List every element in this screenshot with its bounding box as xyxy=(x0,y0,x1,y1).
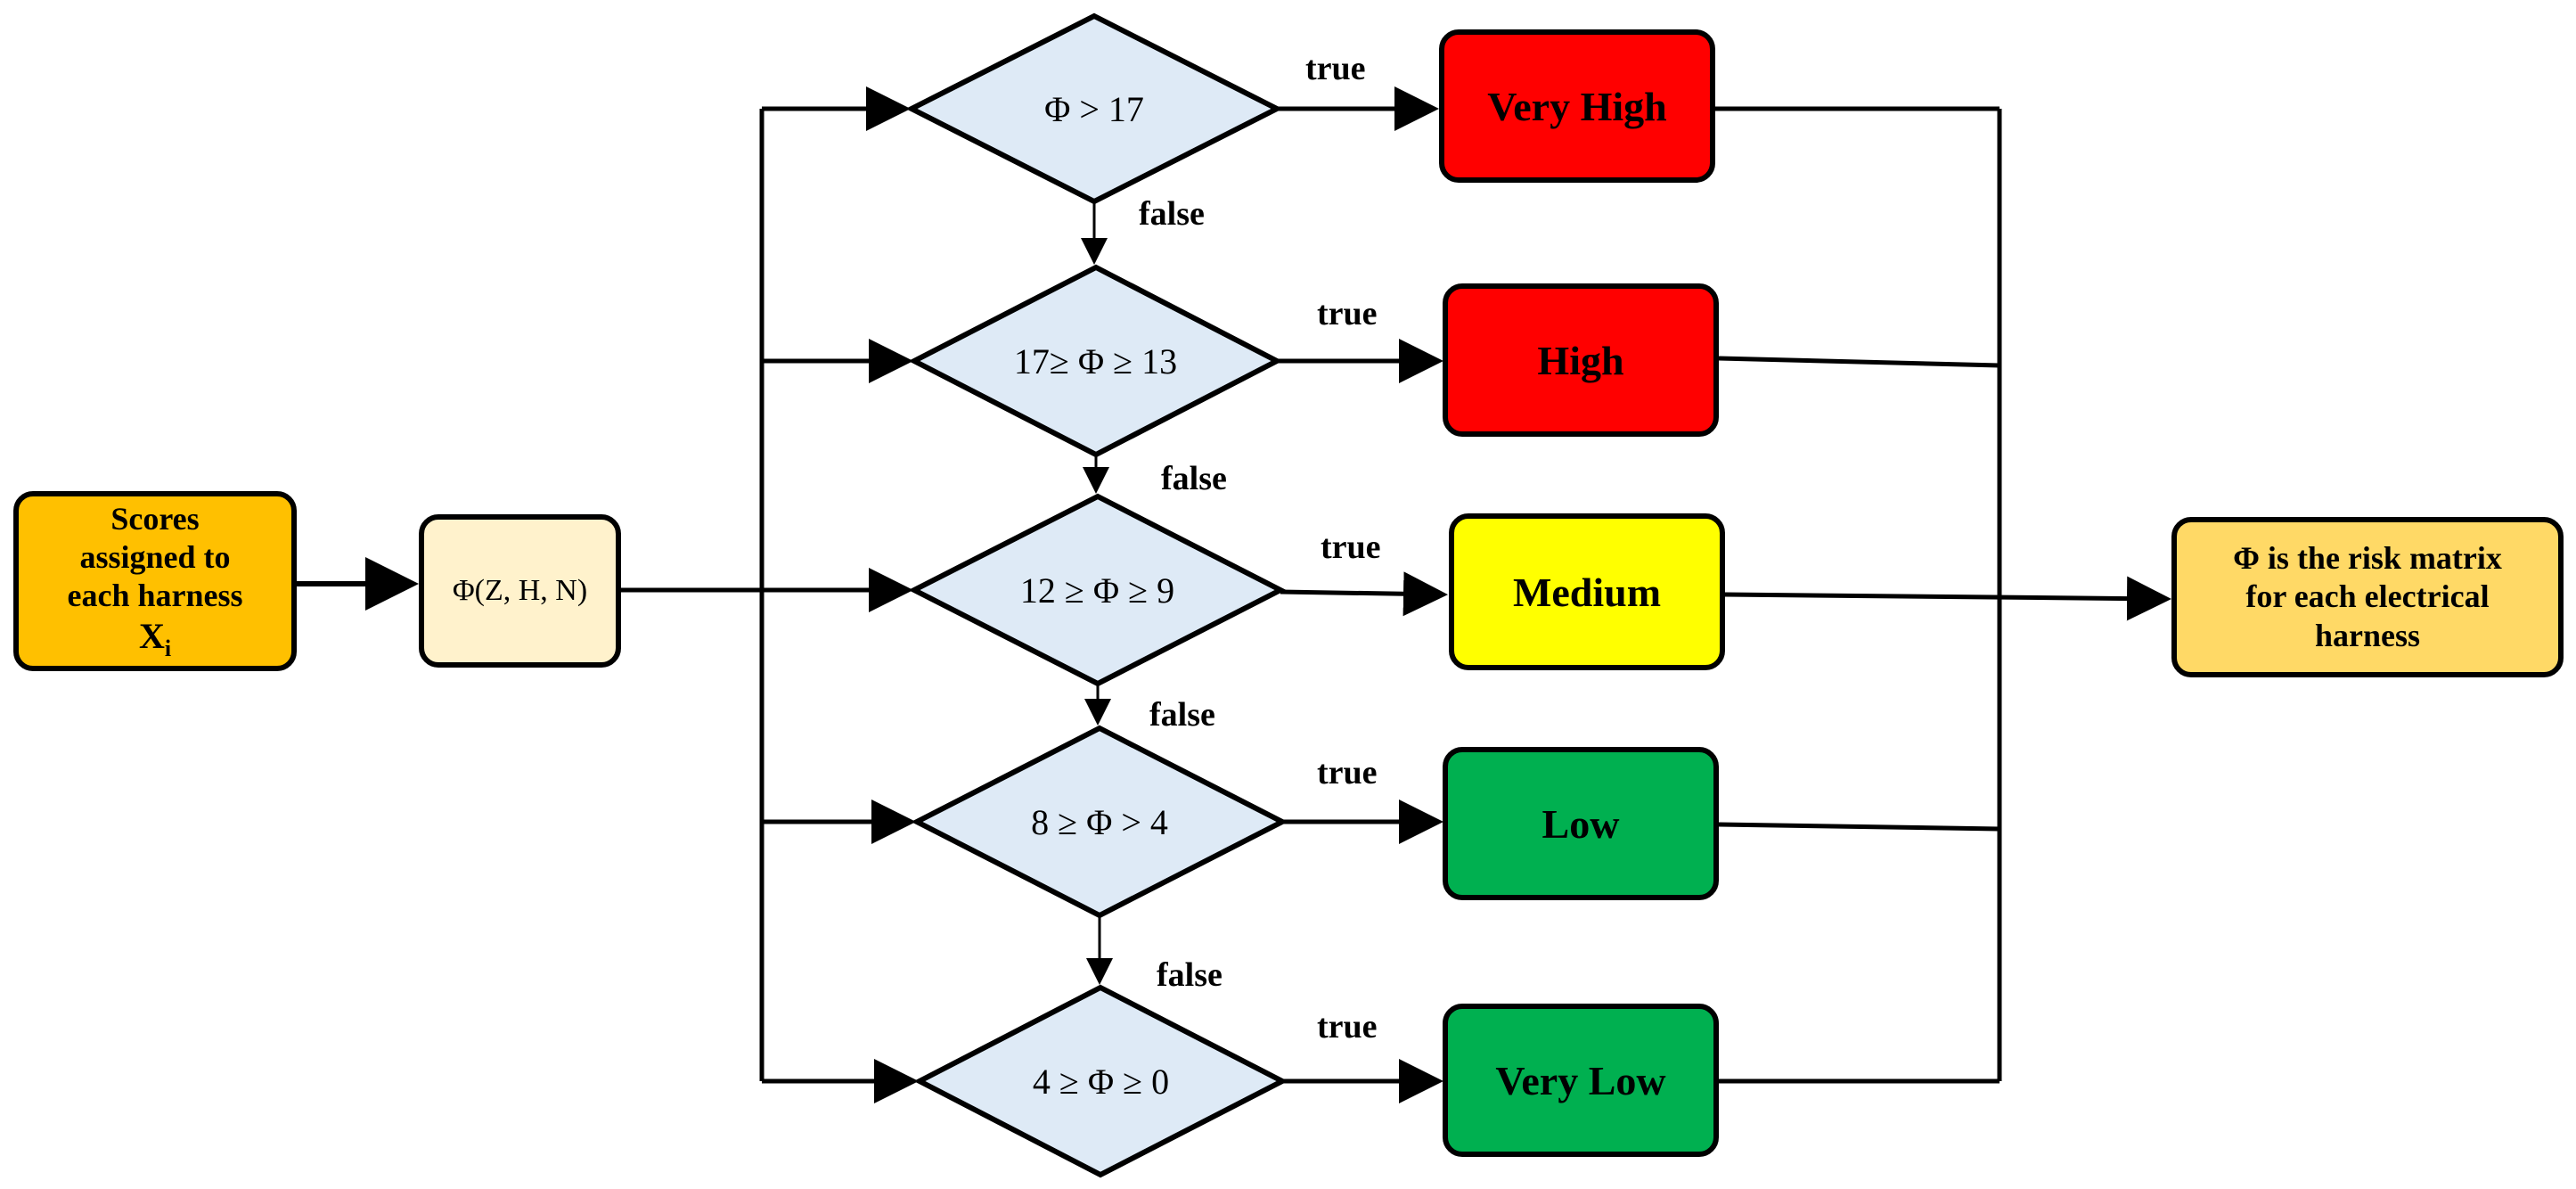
outcome-very-low-label: Very Low xyxy=(1495,1057,1666,1103)
outcome-low-label: Low xyxy=(1542,800,1620,847)
input-scores-symbol: Xi xyxy=(138,616,172,662)
true-label-1: true xyxy=(1305,50,1366,87)
decision-5-label: 4 ≥ Φ ≥ 0 xyxy=(1032,1061,1170,1102)
false-label-4: false xyxy=(1157,956,1223,994)
false-label-3: false xyxy=(1149,696,1215,734)
input-scores-text: Scores assigned to each harness xyxy=(67,500,243,614)
risk-function-label: Φ(Z, H, N) xyxy=(452,574,588,607)
false-label-2: false xyxy=(1161,460,1227,497)
outcome-very-high-label: Very High xyxy=(1487,83,1667,129)
outcome-medium-label: Medium xyxy=(1512,569,1662,615)
line-outcome-4-to-bus xyxy=(1718,822,2000,832)
outcome-high: High xyxy=(1443,283,1719,437)
outcome-low: Low xyxy=(1443,747,1719,900)
output-risk-matrix-box: Φ is the risk matrix for each electrical… xyxy=(2171,517,2564,677)
true-label-4: true xyxy=(1317,754,1378,791)
arrow-true-3 xyxy=(1280,571,1448,617)
decision-diamonds xyxy=(905,12,1288,1178)
outcome-high-label: High xyxy=(1537,337,1624,383)
true-label-5: true xyxy=(1317,1008,1378,1046)
outcome-very-high: Very High xyxy=(1439,29,1715,183)
outcome-very-low: Very Low xyxy=(1443,1004,1719,1157)
input-scores-box: Scores assigned to each harness Xi xyxy=(13,491,297,671)
decision-3-label: 12 ≥ Φ ≥ 9 xyxy=(1019,570,1175,611)
outcome-medium: Medium xyxy=(1449,513,1725,670)
risk-function-box: Φ(Z, H, N) xyxy=(419,514,621,668)
true-label-2: true xyxy=(1317,295,1378,332)
arrow-to-output xyxy=(1724,576,2171,621)
output-risk-matrix-text: Φ is the risk matrix for each electrical… xyxy=(2233,540,2502,653)
line-outcome-2-to-bus xyxy=(1718,356,2000,368)
false-label-1: false xyxy=(1139,195,1205,233)
decision-diamond-5 xyxy=(913,984,1288,1178)
decision-1-label: Φ > 17 xyxy=(1044,88,1144,129)
true-label-3: true xyxy=(1321,529,1381,566)
decision-2-label: 17≥ Φ ≥ 13 xyxy=(1013,340,1178,381)
decision-4-label: 8 ≥ Φ > 4 xyxy=(1031,801,1168,842)
